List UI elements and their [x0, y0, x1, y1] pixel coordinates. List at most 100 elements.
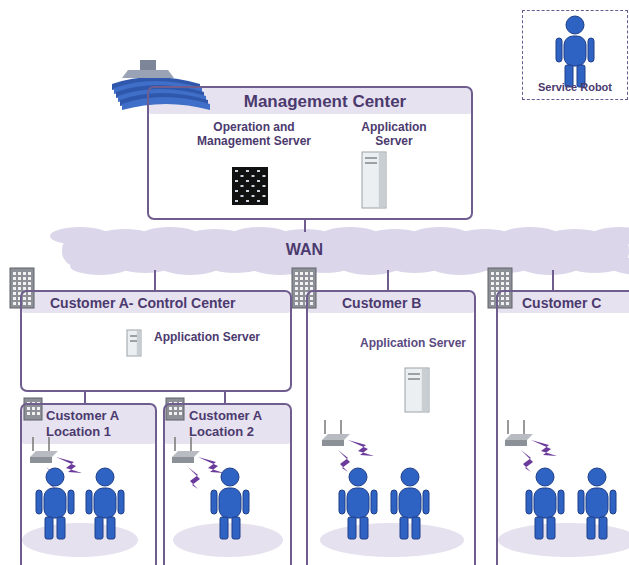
- shape: [501, 282, 504, 285]
- shape: [491, 282, 494, 285]
- shape: [232, 517, 240, 539]
- shape: [37, 412, 40, 415]
- shape: [95, 517, 103, 539]
- shape: [599, 517, 607, 539]
- shape: [13, 292, 16, 295]
- shape: [547, 517, 555, 539]
- shape: [190, 437, 192, 451]
- shape: [300, 302, 303, 305]
- shape: [324, 420, 326, 434]
- ground: [498, 523, 629, 557]
- shape: [18, 277, 21, 280]
- robot-figure: [526, 468, 564, 539]
- shape: [587, 517, 595, 539]
- shape: [300, 272, 303, 275]
- server-node: Operation and Management Server: [194, 120, 314, 170]
- shape: [18, 287, 21, 290]
- shape: [292, 268, 316, 308]
- shape: [578, 490, 584, 514]
- shape: [241, 175, 244, 177]
- connector-line: [387, 270, 389, 290]
- shape: [23, 302, 26, 305]
- shape: [501, 272, 504, 275]
- building-icon: [166, 398, 184, 420]
- shape: [57, 517, 65, 539]
- shape: [23, 297, 26, 300]
- shape: [401, 468, 419, 486]
- shape: [23, 282, 26, 285]
- shape: [140, 60, 156, 70]
- shape: [23, 277, 26, 280]
- shape: [45, 517, 53, 539]
- shape: [349, 468, 367, 486]
- ground: [22, 523, 138, 557]
- node-label: Service Robot: [523, 81, 627, 93]
- shape: [263, 185, 266, 187]
- shape: [28, 302, 31, 305]
- shape: [340, 420, 342, 434]
- shape: [300, 292, 303, 295]
- shape: [507, 420, 509, 434]
- shape: [379, 153, 386, 207]
- shape: [305, 287, 308, 290]
- node-label: Application Server: [150, 330, 280, 344]
- shape: [94, 488, 116, 518]
- shape: [491, 277, 494, 280]
- shape: [219, 488, 241, 518]
- shape: [295, 277, 298, 280]
- wireless-signal: [188, 467, 200, 489]
- robot-legend-box: Service Robot: [522, 10, 628, 100]
- robot-figure: [86, 468, 124, 539]
- center-icon: [112, 60, 210, 110]
- shape: [310, 297, 313, 300]
- shape: [347, 488, 369, 518]
- shape: [295, 272, 298, 275]
- shape: [371, 490, 377, 514]
- shape: [556, 38, 562, 62]
- tower-server: [405, 368, 429, 412]
- shape: [295, 302, 298, 305]
- shape: [28, 272, 31, 275]
- wireless-signal: [531, 440, 557, 456]
- shape: [235, 200, 238, 202]
- shape: [107, 517, 115, 539]
- shape: [501, 302, 504, 305]
- node-label: Application Server: [351, 336, 475, 350]
- node-label: Customer A Location 1: [22, 405, 155, 440]
- shape: [30, 457, 52, 463]
- server-node: Application Server: [150, 330, 280, 350]
- robot-figure: [556, 16, 594, 87]
- shape: [241, 185, 244, 187]
- shape: [32, 407, 35, 410]
- shape: [491, 287, 494, 290]
- shape: [243, 490, 249, 514]
- center-box: Management CenterOperation and Managemen…: [147, 86, 473, 220]
- shape: [172, 451, 200, 457]
- router-icon: [322, 420, 350, 446]
- shape: [505, 434, 533, 440]
- shape: [300, 297, 303, 300]
- shape: [610, 490, 616, 514]
- shape: [13, 287, 16, 290]
- shape: [30, 451, 58, 457]
- shape: [252, 185, 255, 187]
- shape: [496, 277, 499, 280]
- shape: [68, 490, 74, 514]
- shape: [211, 490, 217, 514]
- shape: [310, 277, 313, 280]
- shape: [23, 292, 26, 295]
- shape: [179, 407, 182, 410]
- shape: [37, 407, 40, 410]
- shape: [257, 170, 260, 172]
- shape: [86, 490, 92, 514]
- heading-band: [497, 291, 629, 313]
- shape: [172, 457, 194, 463]
- robot-figure: [578, 468, 616, 539]
- shape: [13, 297, 16, 300]
- shape: [232, 167, 268, 205]
- shape: [536, 468, 554, 486]
- router-icon: [30, 437, 58, 463]
